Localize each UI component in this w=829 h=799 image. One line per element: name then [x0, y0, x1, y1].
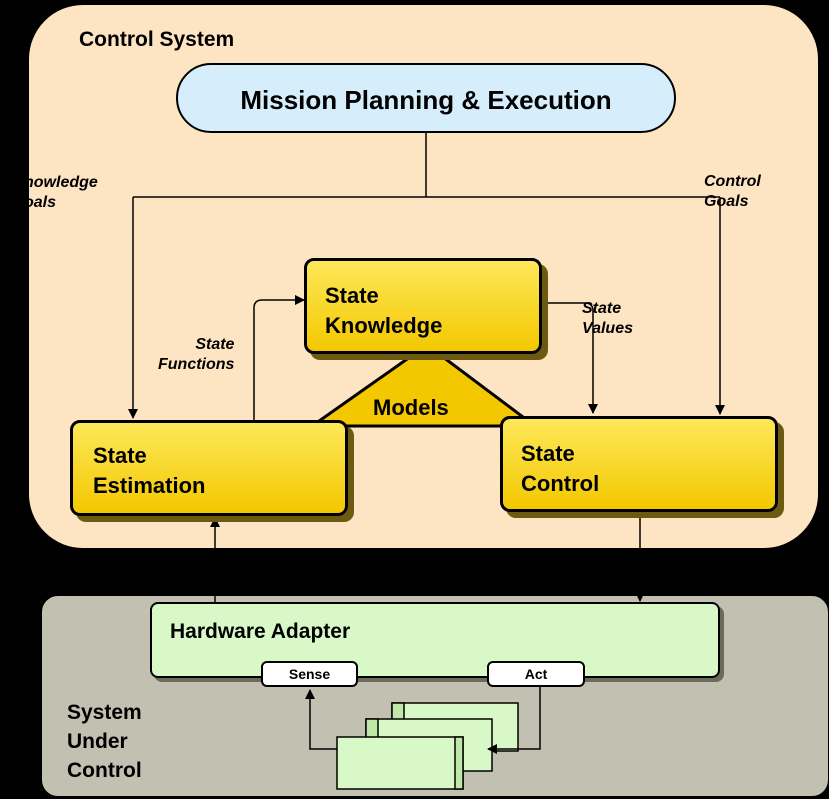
act-arrow	[487, 687, 541, 754]
state-values-label: State Values	[582, 300, 633, 337]
state-control-box: State Control	[500, 416, 778, 512]
mission-planning-box: Mission Planning & Execution	[176, 63, 676, 133]
state-knowledge-label: State Knowledge	[325, 283, 443, 338]
state-values-arrow	[541, 302, 598, 414]
hardware-adapter-label: Hardware Adapter	[170, 620, 351, 643]
mission-planning-label: Mission Planning & Execution	[240, 85, 612, 115]
hardware-device-stack	[336, 702, 519, 790]
hardware-adapter-box: Hardware Adapter	[150, 602, 720, 678]
state-control-label: State Control	[521, 441, 600, 496]
state-functions-label: State Functions	[158, 336, 235, 373]
models-label: Models	[373, 395, 449, 420]
models-triangle	[307, 343, 540, 428]
commands-label: & Commands	[246, 582, 349, 594]
state-estimation-box: State Estimation	[70, 420, 348, 516]
knowledge-goals-label: nowledge oals	[24, 174, 98, 211]
state-estimation-label: State Estimation	[93, 443, 206, 498]
act-tag: Act	[487, 661, 585, 687]
state-knowledge-box: State Knowledge	[304, 258, 542, 354]
sense-arrow	[305, 689, 337, 750]
control-system-title: Control System	[79, 28, 235, 51]
control-goals-label: Control Goals	[704, 173, 761, 210]
sense-tag: Sense	[261, 661, 358, 687]
state-functions-arrow	[253, 295, 305, 420]
system-under-control-title: System Under Control	[67, 701, 142, 782]
commands-label-text: & Commands	[246, 582, 350, 594]
